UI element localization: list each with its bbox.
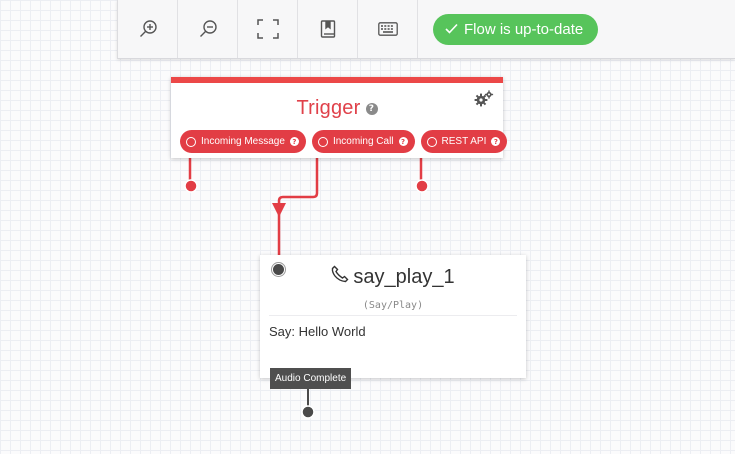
incoming-call-arrow: [272, 203, 286, 217]
transition-label: REST API: [441, 136, 487, 147]
transition-rest-api[interactable]: REST API ?: [420, 130, 508, 153]
keyboard-icon: [377, 22, 398, 36]
trigger-widget[interactable]: Trigger ? Incoming Message ?: [171, 77, 508, 158]
say-play-widget[interactable]: say_play_1 (Say/Play) Say: Hello World: [260, 255, 526, 378]
help-icon[interactable]: ?: [365, 102, 378, 115]
widget-body: Say: Hello World: [269, 324, 366, 339]
transition-incoming-call[interactable]: Incoming Call ?: [311, 130, 415, 153]
trigger-title: Trigger ?: [171, 97, 503, 120]
widget-divider: [269, 315, 517, 316]
transition-ring-icon: [186, 136, 196, 147]
incoming-call-wire: [277, 146, 319, 262]
transition-audio-complete[interactable]: Audio Complete: [270, 368, 352, 389]
audio-complete-anchor: [301, 405, 315, 419]
zoom-in-icon: [138, 19, 158, 39]
flow-status-badge: Flow is up-to-date: [433, 13, 599, 45]
transition-ring-icon: [317, 136, 328, 147]
zoom-out-button[interactable]: [178, 0, 238, 58]
gears-icon[interactable]: [474, 90, 494, 113]
help-icon[interactable]: ?: [398, 137, 408, 146]
canvas-toolbar: Flow is up-to-date: [117, 0, 735, 59]
help-icon[interactable]: ?: [491, 137, 501, 146]
help-icon[interactable]: ?: [289, 137, 299, 146]
fit-to-screen-button[interactable]: [238, 0, 298, 58]
phone-icon: [331, 265, 349, 289]
keyboard-shortcuts-button[interactable]: [358, 0, 418, 58]
incoming-message-anchor: [184, 179, 198, 193]
zoom-in-button[interactable]: [118, 0, 178, 58]
notes-button[interactable]: [298, 0, 358, 58]
widget-header: say_play_1: [260, 265, 526, 289]
trigger-title-label: Trigger: [296, 97, 361, 119]
zoom-out-icon: [198, 19, 218, 39]
rest-api-anchor: [415, 179, 429, 193]
widget-input-anchor[interactable]: [272, 263, 285, 276]
transition-label: Incoming Call: [332, 136, 394, 147]
transition-label: Incoming Message: [201, 136, 285, 147]
transition-incoming-message[interactable]: Incoming Message ?: [180, 130, 306, 153]
widget-name: say_play_1: [353, 265, 455, 288]
widget-type: (Say/Play): [362, 300, 424, 311]
check-icon: [445, 21, 458, 38]
flow-status-label: Flow is up-to-date: [464, 20, 584, 38]
transition-ring-icon: [426, 136, 437, 147]
book-icon: [320, 20, 336, 38]
fullscreen-icon: [256, 19, 279, 39]
trigger-transitions: Incoming Message ? Incoming Call ? REST …: [180, 130, 508, 153]
